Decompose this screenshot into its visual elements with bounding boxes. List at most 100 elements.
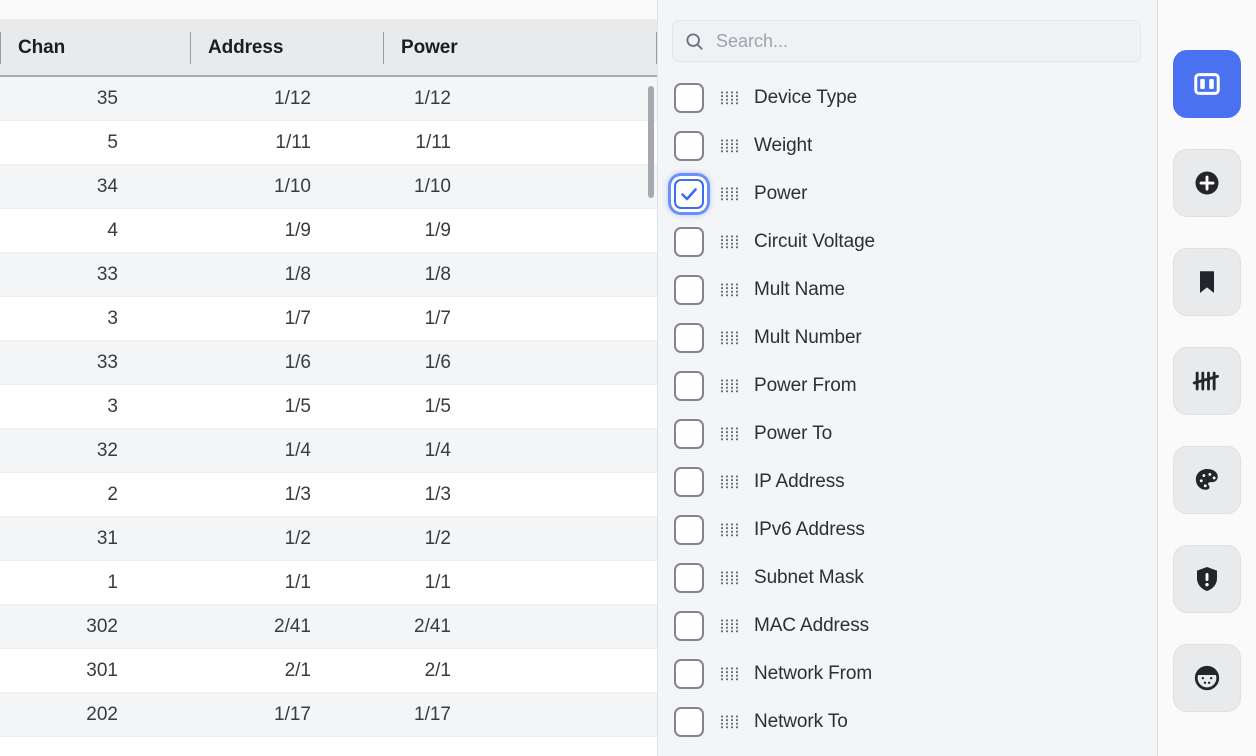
- column-checkbox[interactable]: [674, 467, 704, 497]
- table-cell-chan: 33: [96, 351, 118, 373]
- drag-handle[interactable]: [704, 619, 740, 633]
- column-checkbox[interactable]: [674, 515, 704, 545]
- drag-handle-icon[interactable]: [720, 91, 740, 105]
- drag-handle-icon[interactable]: [720, 283, 740, 297]
- drag-handle-icon[interactable]: [720, 427, 740, 441]
- column-checkbox[interactable]: [674, 131, 704, 161]
- table-cell-chan: 2: [107, 483, 118, 505]
- rail-button-columns[interactable]: [1173, 50, 1241, 118]
- column-toggle-item[interactable]: Device Type: [658, 74, 1157, 122]
- drag-handle[interactable]: [704, 331, 740, 345]
- column-toggle-item[interactable]: MAC Address: [658, 602, 1157, 650]
- search-input[interactable]: [714, 21, 1130, 61]
- drag-handle[interactable]: [704, 91, 740, 105]
- table-cell-address: 1/2: [284, 527, 311, 549]
- drag-handle-icon[interactable]: [720, 139, 740, 153]
- column-checkbox[interactable]: [674, 323, 704, 353]
- column-checkbox[interactable]: [674, 419, 704, 449]
- rail-button-shield[interactable]: [1173, 545, 1241, 613]
- table-cell-power: 1/9: [424, 219, 451, 241]
- column-toggle-label: Power: [754, 183, 808, 204]
- drag-handle[interactable]: [704, 139, 740, 153]
- table-cell-power: 1/10: [414, 175, 451, 197]
- drag-handle-icon[interactable]: [720, 187, 740, 201]
- drag-handle[interactable]: [704, 187, 740, 201]
- column-toggle-item[interactable]: Circuit Voltage: [658, 218, 1157, 266]
- drag-handle-icon[interactable]: [720, 331, 740, 345]
- column-checkbox[interactable]: [674, 611, 704, 641]
- column-checkbox[interactable]: [674, 371, 704, 401]
- column-checkbox[interactable]: [674, 563, 704, 593]
- drag-handle-icon[interactable]: [720, 235, 740, 249]
- table-cell-power: 1/11: [415, 131, 451, 153]
- column-toggle-item[interactable]: IP Address: [658, 458, 1157, 506]
- search-box[interactable]: [672, 20, 1141, 62]
- drag-handle[interactable]: [704, 283, 740, 297]
- table-cell-power: 1/17: [414, 703, 451, 725]
- column-toggle-item[interactable]: Power To: [658, 410, 1157, 458]
- table-scrollbar-thumb[interactable]: [648, 86, 654, 198]
- column-toggle-item[interactable]: Network To: [658, 698, 1157, 746]
- column-toggle-item[interactable]: Network From: [658, 650, 1157, 698]
- column-toggle-item[interactable]: IPv6 Address: [658, 506, 1157, 554]
- column-checkbox[interactable]: [674, 275, 704, 305]
- column-checkbox[interactable]: [674, 659, 704, 689]
- column-checkbox[interactable]: [674, 707, 704, 737]
- drag-handle[interactable]: [704, 235, 740, 249]
- table-cell-chan: 202: [86, 703, 118, 725]
- rail-button-tally[interactable]: [1173, 347, 1241, 415]
- column-header-power[interactable]: Power: [383, 19, 641, 76]
- rail-button-bookmark[interactable]: [1173, 248, 1241, 316]
- table-cell-power: 2/1: [424, 659, 451, 681]
- column-toggle-item[interactable]: Mult Name: [658, 266, 1157, 314]
- column-header-chan[interactable]: Chan: [0, 19, 190, 76]
- table-cell-chan: 33: [96, 263, 118, 285]
- drag-handle[interactable]: [704, 667, 740, 681]
- drag-handle-icon[interactable]: [720, 619, 740, 633]
- drag-handle-icon[interactable]: [720, 715, 740, 729]
- drag-handle[interactable]: [704, 379, 740, 393]
- drag-handle[interactable]: [704, 523, 740, 537]
- drag-handle[interactable]: [704, 475, 740, 489]
- column-header-address[interactable]: Address: [190, 19, 383, 76]
- rail-button-add[interactable]: [1173, 149, 1241, 217]
- rail-button-palette[interactable]: [1173, 446, 1241, 514]
- column-checkbox[interactable]: [674, 83, 704, 113]
- column-toggle-item[interactable]: Power From: [658, 362, 1157, 410]
- table-header-row: Chan Address Power: [0, 20, 657, 77]
- column-toggle-item[interactable]: Power: [658, 170, 1157, 218]
- drag-handle-icon[interactable]: [720, 475, 740, 489]
- drag-handle[interactable]: [704, 427, 740, 441]
- drag-handle-icon[interactable]: [720, 571, 740, 585]
- rail-button-profile[interactable]: [1173, 644, 1241, 712]
- drag-handle-icon[interactable]: [720, 667, 740, 681]
- column-toggle-item[interactable]: Weight: [658, 122, 1157, 170]
- drag-handle[interactable]: [704, 571, 740, 585]
- column-toggle-item[interactable]: Subnet Mask: [658, 554, 1157, 602]
- drag-handle[interactable]: [704, 715, 740, 729]
- table-vertical-scrollbar[interactable]: [646, 20, 656, 756]
- column-toggle-label: IPv6 Address: [754, 519, 865, 540]
- column-checkbox[interactable]: [674, 179, 704, 209]
- column-toggle-item[interactable]: Mult Number: [658, 314, 1157, 362]
- table-top-strip: [0, 0, 657, 20]
- column-checkbox[interactable]: [674, 227, 704, 257]
- drag-handle-icon[interactable]: [720, 523, 740, 537]
- drag-handle-icon[interactable]: [720, 379, 740, 393]
